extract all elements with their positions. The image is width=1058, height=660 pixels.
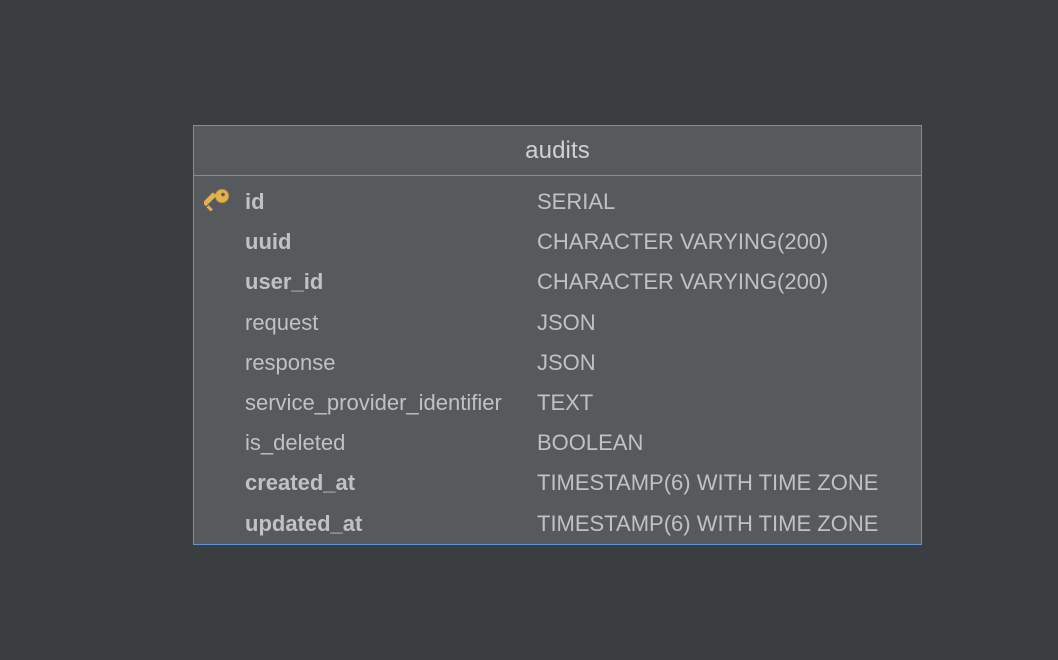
column-type: CHARACTER VARYING(200) [537,229,829,255]
column-name: service_provider_identifier [245,390,502,416]
column-row[interactable]: uuid CHARACTER VARYING(200) [194,222,921,262]
column-row[interactable]: user_id CHARACTER VARYING(200) [194,262,921,302]
column-list: id SERIAL uuid CHARACTER VARYING(200) us… [194,176,921,544]
column-name: request [245,309,319,335]
column-type: CHARACTER VARYING(200) [537,269,829,295]
column-row[interactable]: request JSON [194,303,921,343]
column-type: SERIAL [537,189,616,215]
column-row[interactable]: response JSON [194,343,921,383]
table-audits[interactable]: audits id SERIAL uuid CHARACTER VARYING(… [193,125,922,545]
column-name: is_deleted [245,430,346,456]
table-title: audits [194,126,921,176]
key-icon [204,189,229,212]
column-row[interactable]: updated_at TIMESTAMP(6) WITH TIME ZONE [194,504,921,544]
column-name: uuid [245,229,292,255]
column-name: response [245,349,336,375]
column-name: created_at [245,470,356,496]
column-type: TIMESTAMP(6) WITH TIME ZONE [537,510,879,536]
column-row[interactable]: created_at TIMESTAMP(6) WITH TIME ZONE [194,463,921,503]
column-type: BOOLEAN [537,430,644,456]
column-name: updated_at [245,510,363,536]
column-type: TEXT [537,390,594,416]
column-name: id [245,189,265,215]
column-row[interactable]: service_provider_identifier TEXT [194,383,921,423]
column-type: JSON [537,309,596,335]
column-type: TIMESTAMP(6) WITH TIME ZONE [537,470,879,496]
column-row[interactable]: is_deleted BOOLEAN [194,423,921,463]
column-name: user_id [245,269,324,295]
column-type: JSON [537,349,596,375]
column-row[interactable]: id SERIAL [194,182,921,222]
